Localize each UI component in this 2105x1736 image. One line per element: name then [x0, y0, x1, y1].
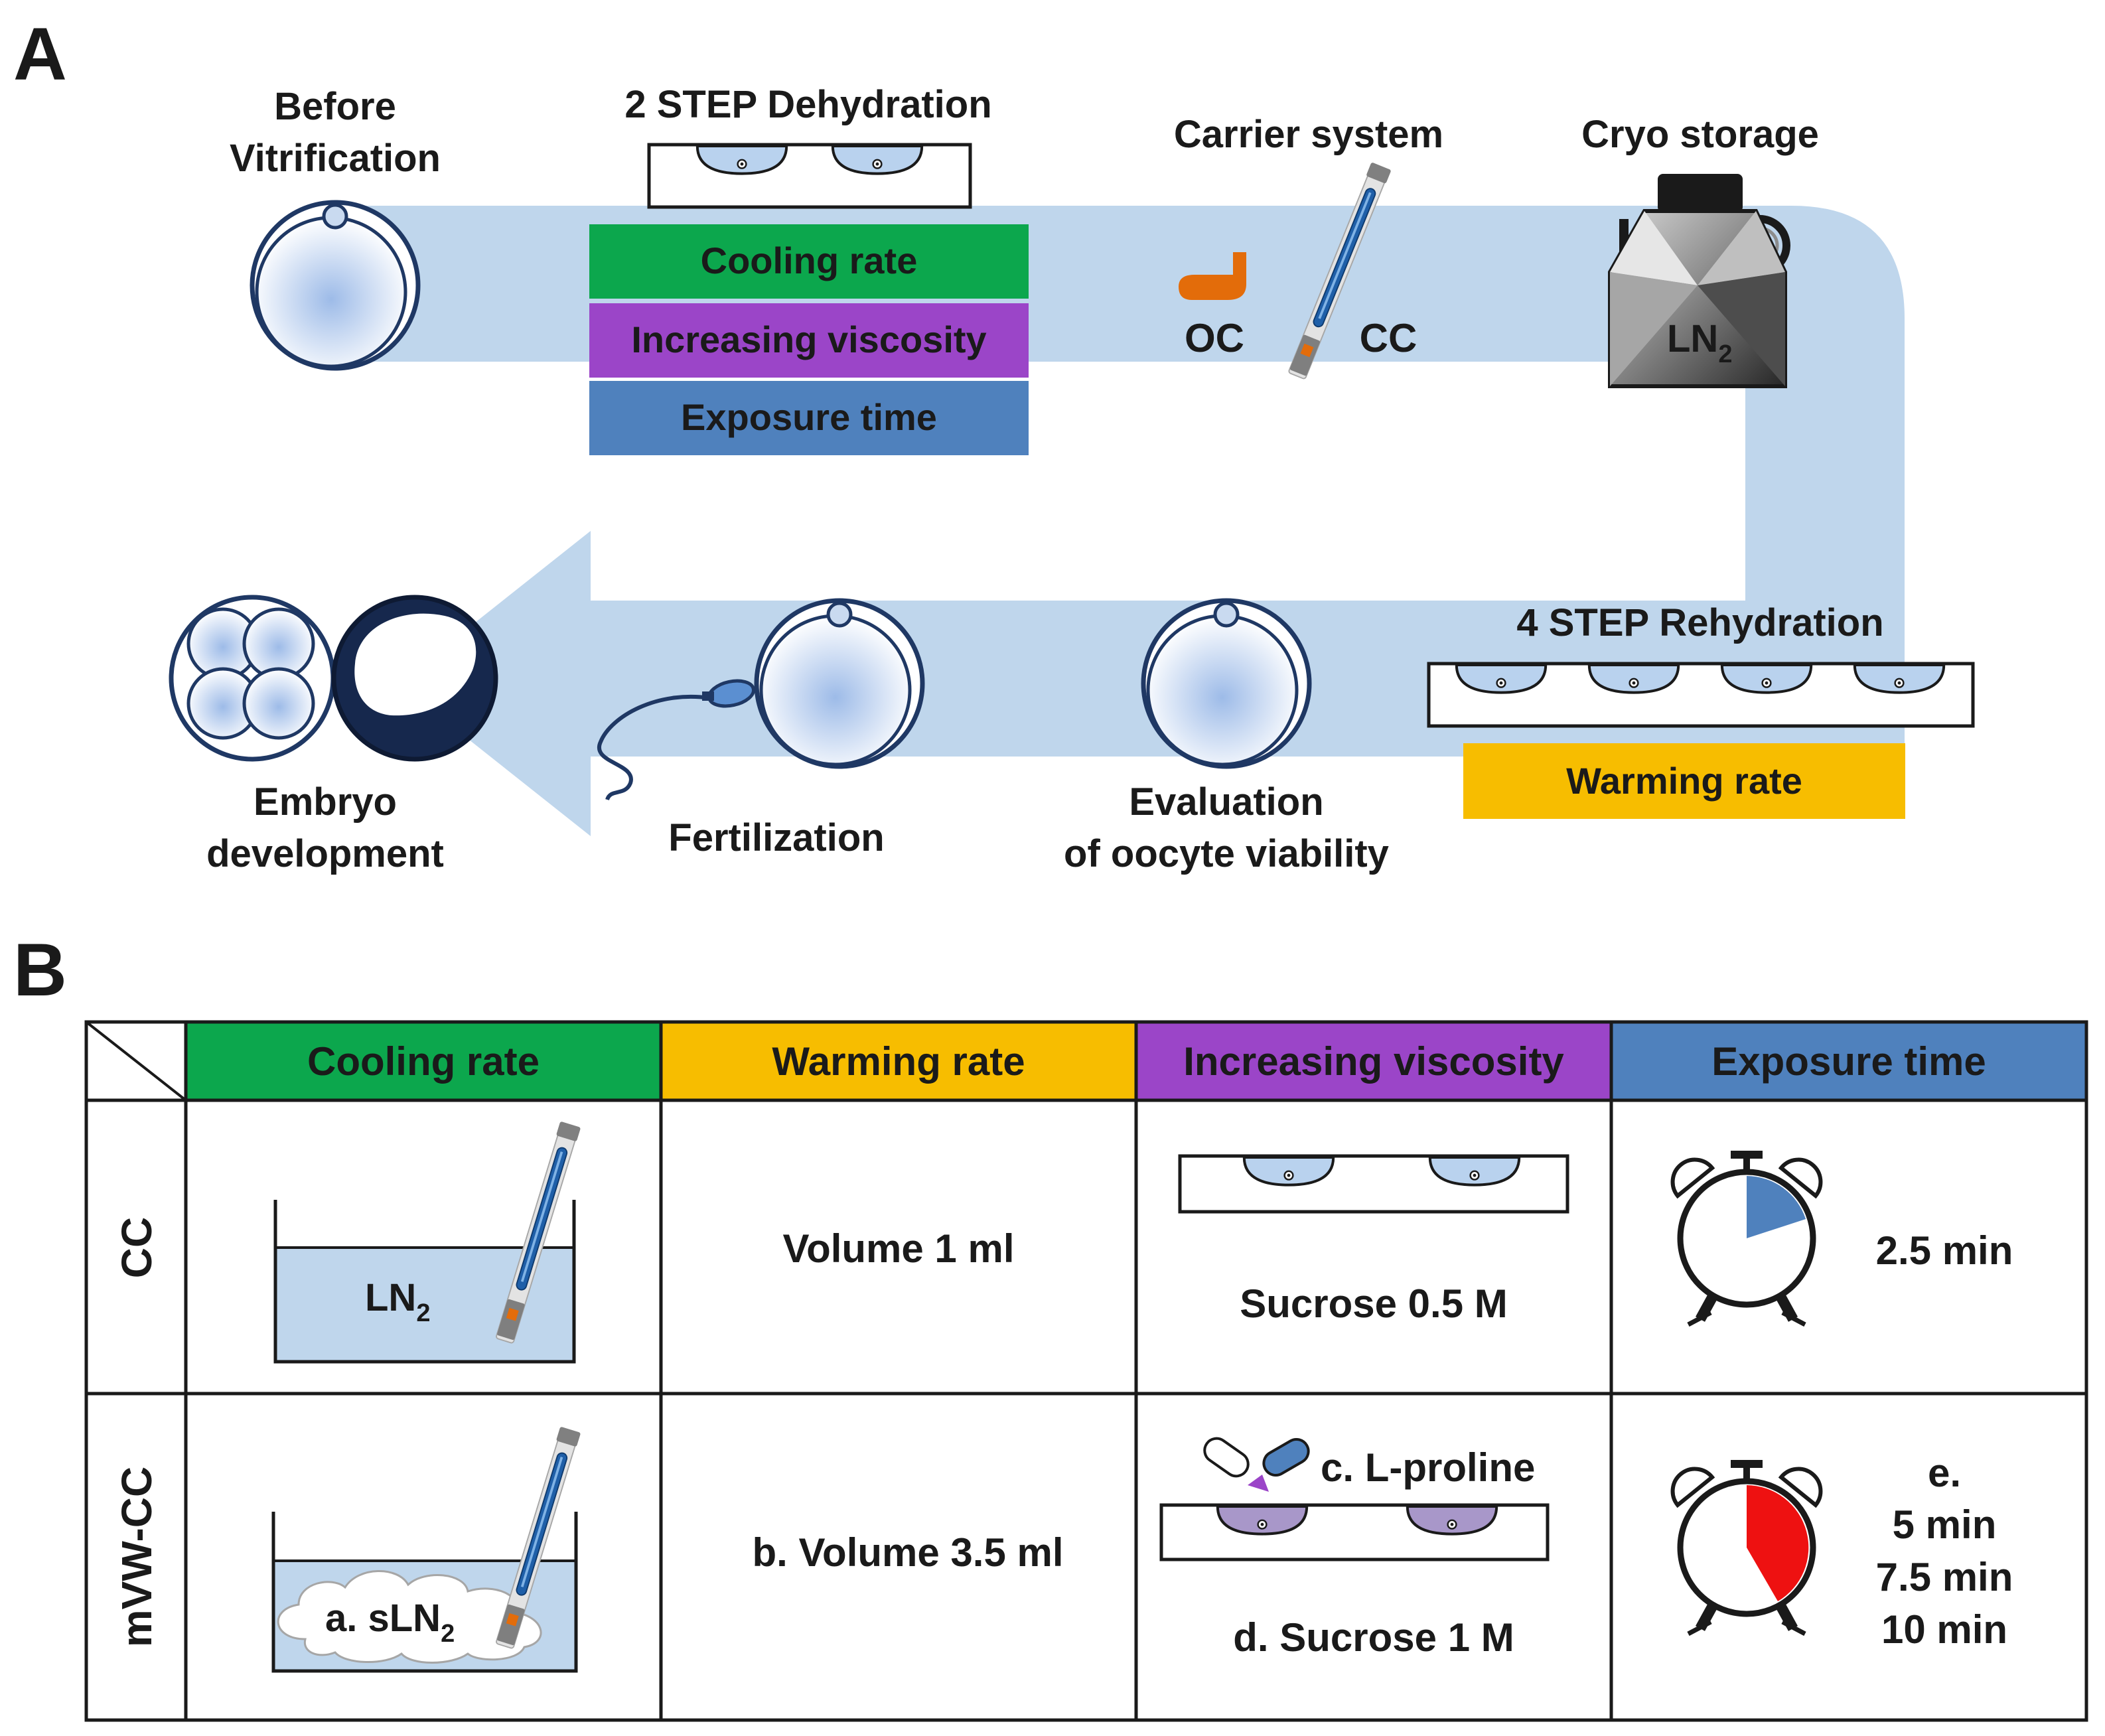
- mvw-exposure-e: e.: [1928, 1451, 1961, 1495]
- exposure-time-bar: [589, 381, 1029, 455]
- sperm-icon: [597, 679, 755, 801]
- oc-label: OC: [1185, 316, 1244, 360]
- oocyte-evaluation: [1143, 601, 1309, 766]
- row-label-mvw-cc: mVW-CC: [113, 1467, 161, 1647]
- embryo-line2: development: [206, 832, 444, 875]
- mvw-cooling-label: a. sLN2: [325, 1597, 455, 1648]
- rehydration-title: 4 STEP Rehydration: [1516, 601, 1883, 644]
- header-viscosity-label: Increasing viscosity: [1183, 1039, 1564, 1084]
- header-increasing-viscosity: [1136, 1022, 1611, 1100]
- embryo-line1: Embryo: [254, 780, 397, 824]
- mvw-exposure-7-5: 7.5 min: [1876, 1555, 2013, 1599]
- warming-rate-bar: [1463, 743, 1905, 819]
- cc-viscosity-value: Sucrose 0.5 M: [1240, 1281, 1508, 1326]
- mvw-exposure-wedge: [1747, 1485, 1809, 1601]
- header-exposure-label: Exposure time: [1711, 1039, 1986, 1084]
- mvw-dish-well-2: [1408, 1506, 1496, 1534]
- cooling-rate-bar: [589, 224, 1029, 299]
- ln2-tank-icon: [1608, 174, 1790, 388]
- dehydration-title: 2 STEP Dehydration: [624, 83, 991, 126]
- carrier-system-title: Carrier system: [1174, 113, 1443, 156]
- dehydration-well-2: [833, 146, 922, 174]
- four-cell-embryo-icon: [169, 595, 336, 762]
- sln2-container: [271, 1512, 578, 1673]
- mvw-exposure-10: 10 min: [1881, 1607, 2007, 1652]
- warming-rate-bar-label: Warming rate: [1566, 760, 1802, 802]
- mvw-warming-value: b. Volume 3.5 ml: [752, 1530, 1063, 1575]
- rehydration-well-3: [1722, 665, 1811, 693]
- ln2-container: [273, 1200, 576, 1364]
- header-exposure-time: [1611, 1022, 2086, 1100]
- oocyte-before-vitrification: [252, 202, 418, 368]
- viscosity-bar: [589, 303, 1029, 378]
- evaluation-line1: Evaluation: [1129, 780, 1323, 824]
- cryo-storage-title: Cryo storage: [1581, 113, 1819, 156]
- header-warming-rate: [661, 1022, 1136, 1100]
- comparison-table: Cooling rate Warming rate Increasing vis…: [84, 1020, 2088, 1722]
- cc-cooling-ln2-label: LN2: [365, 1276, 430, 1327]
- exposure-time-bar-label: Exposure time: [681, 396, 937, 438]
- header-cooling-rate: [186, 1022, 661, 1100]
- capsule-icon: [1203, 1437, 1310, 1492]
- cooling-rate-bar-label: Cooling rate: [701, 240, 918, 281]
- header-cooling-rate-label: Cooling rate: [307, 1039, 540, 1084]
- panel-b-label: B: [13, 928, 67, 1011]
- cc-warming-value: Volume 1 ml: [783, 1226, 1015, 1271]
- cc-label: CC: [1360, 316, 1417, 360]
- before-vitrification-line2: Vitrification: [230, 137, 441, 180]
- rehydration-well-1: [1457, 665, 1546, 693]
- rehydration-well-2: [1589, 665, 1678, 693]
- cc-exposure-wedge: [1747, 1176, 1806, 1238]
- mvw-viscosity-extra: c. L-proline: [1321, 1445, 1535, 1490]
- tank-ln-label: LN2: [1667, 317, 1732, 368]
- viscosity-bar-label: Increasing viscosity: [631, 319, 986, 360]
- mvw-viscosity-value: d. Sucrose 1 M: [1233, 1615, 1514, 1660]
- oocyte-fertilization: [757, 601, 922, 766]
- cc-exposure-value: 2.5 min: [1876, 1228, 2013, 1273]
- header-warming-rate-label: Warming rate: [772, 1039, 1025, 1084]
- evaluation-line2: of oocyte viability: [1064, 832, 1389, 875]
- blastocyst-icon: [331, 595, 498, 762]
- corner-diagonal: [85, 1021, 187, 1102]
- mvw-dish-well-1: [1218, 1506, 1307, 1534]
- open-carrier-icon: [1179, 252, 1246, 300]
- rehydration-well-4: [1855, 665, 1944, 693]
- panel-a-label: A: [13, 13, 67, 96]
- fertilization-label: Fertilization: [668, 816, 884, 859]
- dehydration-well-1: [697, 146, 786, 174]
- before-vitrification-line1: Before: [274, 85, 396, 128]
- row-label-cc: CC: [113, 1217, 161, 1278]
- cc-dish-well-1: [1244, 1157, 1333, 1185]
- cc-dish-well-2: [1430, 1157, 1519, 1185]
- mvw-exposure-5: 5 min: [1893, 1502, 1997, 1547]
